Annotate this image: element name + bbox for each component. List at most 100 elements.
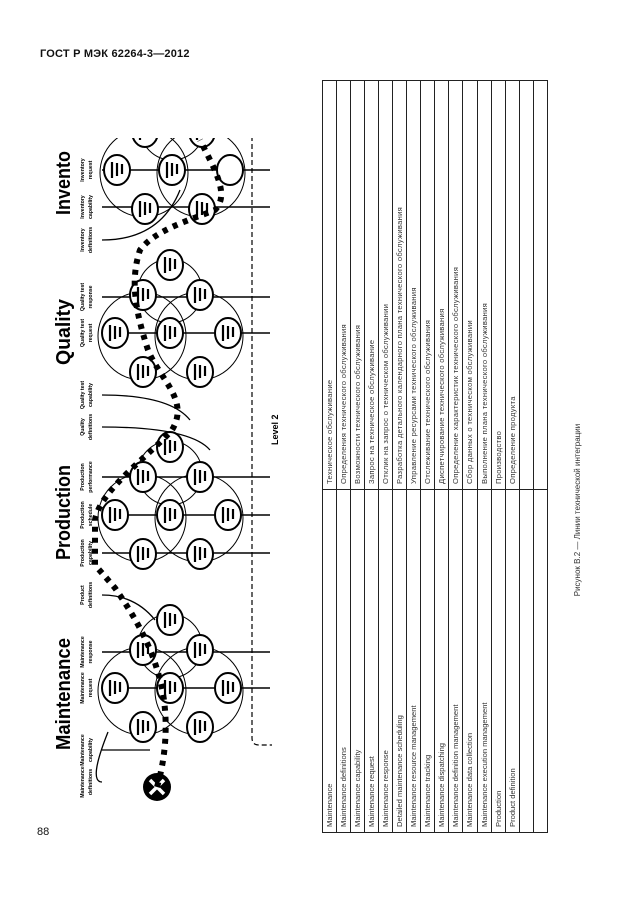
term-english: Detailed maintenance scheduling [393,489,407,832]
section-heading: Production [53,465,75,560]
term-english: Product definition [505,489,519,832]
term-english: Maintenance definition management [449,489,463,832]
term-russian: Определение продукта [507,396,517,484]
flow-label: capability [88,541,94,565]
table-row: Maintenance capability Возможности технич… [351,81,366,832]
table-row: Maintenance definition management Определ… [449,81,464,832]
flow-label: definitions [88,227,94,253]
flow-label: request [88,160,94,179]
flow-label: Product [80,585,86,605]
section-heading: Invento [53,151,75,215]
flow-label: Quality test [80,319,86,348]
term-russian: Сбор данных о техническом обслуживании [465,320,475,484]
integration-diagram: Level 2 Maintenance Production Quality Inven… [53,87,280,801]
term-english [519,489,533,832]
activity-node [159,87,185,117]
term-russian: Выполнение плана технического обслуживан… [479,302,489,484]
flow-label: Production [80,501,86,528]
table-row: Maintenance request Запрос на техническое… [365,81,380,832]
flow-label: Quality test [80,283,86,312]
term-english [533,489,548,832]
table-row: Maintenance Техническое обслуживание [323,81,338,832]
activity-node [188,138,216,148]
table-row: Maintenance response Отклик на запрос о т… [379,81,394,832]
section-heading: Maintenance [53,638,75,750]
term-english: Maintenance data collection [463,489,477,832]
term-russian: Определение характеристик технического о… [451,266,461,484]
flow-label: Inventory [80,195,86,218]
integration-dotted-line [92,138,225,788]
term-russian: Диспетчирование технического обслуживани… [437,308,447,485]
term-english: Maintenance response [379,489,393,832]
table-row: Maintenance resource management Управлени… [407,81,422,832]
flow-label: capability [88,195,94,219]
term-english: Maintenance request [365,489,379,832]
flow-label: schedule [88,504,94,527]
table-row [519,81,534,832]
flow-label: request [88,323,94,342]
term-english: Production [491,489,505,832]
connector-line [95,731,109,783]
flow-label: Maintenance [80,766,86,798]
term-english: Maintenance tracking [421,489,435,832]
term-english: Maintenance capability [351,489,365,832]
flow-label: definitions [88,582,94,608]
term-russian [534,81,548,489]
table-row: Product definition Определение продукта [505,81,520,832]
term-russian: Отслеживание технического обслуживания [423,319,433,484]
flow-label: capability [88,738,94,762]
flow-label: capability [88,383,94,407]
term-russian [520,81,533,489]
level2-boundary [251,138,272,746]
section-heading: Quality [53,298,75,365]
term-russian: Производство [493,430,503,484]
connector-line [101,189,181,241]
rotated-figure-area: Level 2 Maintenance Production Quality Inven… [40,80,600,850]
flow-label: Production [80,539,86,566]
term-english: Maintenance definitions [337,489,351,832]
term-russian: Управление ресурсами технического обслуж… [409,287,419,484]
term-english: Maintenance resource management [407,489,421,832]
connector-line [101,394,191,421]
term-english: Maintenance dispatching [435,489,449,832]
flow-label: Inventory [80,158,86,181]
flow-label: Quality test [80,381,86,410]
flow-label: definitions [88,414,94,440]
table-row: Maintenance tracking Отслеживание техниче… [421,81,436,832]
figure-caption: Рисунок В.2 — Линии технической интеграц… [573,423,582,597]
flow-label: Inventory [80,228,86,251]
flow-label: Maintenance [80,672,86,704]
term-russian: Возможности технического обслуживания [353,324,363,484]
term-russian: Техническое обслуживание [325,379,334,484]
page-number: 88 [37,826,50,838]
cluster-outline [139,138,205,161]
term-russian: Определения технического обслуживания [339,324,349,484]
level-label: Level 2 [270,414,280,445]
flow-label: Maintenance [80,734,86,766]
term-russian: Запрос на техническое обслуживание [367,339,377,484]
flow-label: Maintenance [80,636,86,668]
activity-node [131,138,159,148]
flow-label: performance [88,461,94,493]
flow-label: Quality [80,418,86,436]
flow-label: definitions [88,769,94,795]
table-row: Detailed maintenance scheduling Разработк… [393,81,408,832]
flow-label: Production [80,463,86,490]
flow-label: response [88,640,94,663]
flow-label: response [88,285,94,308]
table-row: Production Производство [491,81,506,832]
activity-node [216,154,244,186]
table-row: Maintenance dispatching Диспетчирование т… [435,81,450,832]
flow-label: request [88,678,94,697]
term-russian: Разработка детального календарного плана… [395,206,405,484]
connector-line [101,426,211,451]
table-row: Maintenance data collection Сбор данных о… [463,81,478,832]
document-header: ГОСТ Р МЭК 62264-3—2012 [40,48,190,60]
term-english: Maintenance [323,489,337,832]
table-row: Maintenance definitions Определения техни… [337,81,352,832]
term-russian: Отклик на запрос о техническом обслужива… [381,303,391,484]
connector-line [101,594,156,621]
table-row [533,81,548,832]
